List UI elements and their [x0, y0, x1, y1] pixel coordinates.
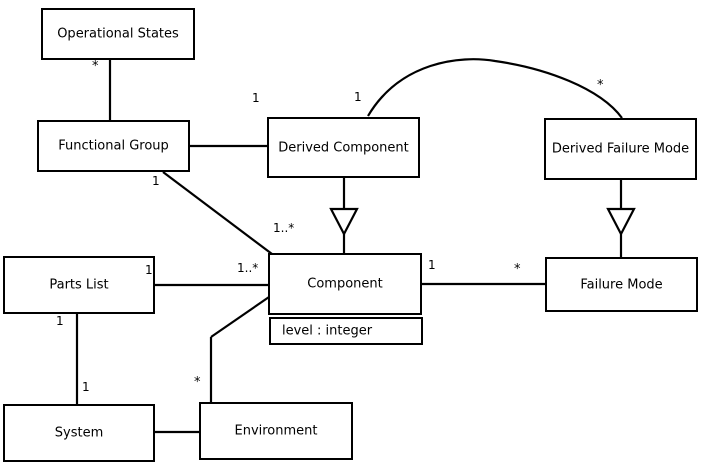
multiplicity-operational-states-functional-group: * [92, 59, 99, 74]
class-name-failure-mode: Failure Mode [580, 277, 663, 292]
connector-derived-component-derived-failure-mode [367, 58, 623, 119]
class-attribute-component-level: level : integer [282, 323, 373, 339]
multiplicity-functional-group-component-target: 1..* [273, 221, 295, 235]
multiplicity-parts-list-system-target: 1 [82, 380, 90, 394]
multiplicity-parts-list-component-target: 1..* [237, 261, 259, 275]
connector-component-environment-diagonal [210, 296, 270, 338]
multiplicity-component-failure-mode-source: 1 [428, 258, 436, 272]
generalization-arrowhead-component [329, 207, 359, 237]
multiplicity-parts-list-component-source: 1 [145, 263, 153, 277]
multiplicity-derived-component-arc-source: 1 [354, 90, 362, 104]
class-attributes-component[interactable]: level : integer [269, 317, 423, 345]
class-name-environment: Environment [234, 423, 318, 439]
multiplicity-parts-list-system-source: 1 [56, 314, 64, 328]
class-name-derived-component: Derived Component [278, 140, 409, 155]
class-name-derived-failure-mode: Derived Failure Mode [551, 141, 690, 157]
connector-functional-group-component [162, 171, 273, 255]
class-name-component: Component [307, 276, 383, 292]
multiplicity-component-failure-mode-target: * [514, 262, 521, 277]
class-box-operational-states[interactable]: Operational States [41, 8, 195, 60]
class-box-derived-failure-mode[interactable]: Derived Failure Mode [544, 118, 697, 180]
class-box-derived-component[interactable]: Derived Component [267, 117, 420, 178]
class-box-functional-group[interactable]: Functional Group [37, 120, 190, 172]
class-name-operational-states: Operational States [57, 26, 179, 42]
class-box-failure-mode[interactable]: Failure Mode [545, 257, 698, 312]
class-box-system[interactable]: System [3, 404, 155, 462]
class-name-parts-list: Parts List [49, 277, 109, 293]
class-box-component[interactable]: Component [268, 253, 422, 315]
multiplicity-component-environment: * [194, 375, 201, 390]
multiplicity-derived-failure-mode-arc-target: * [597, 78, 604, 93]
class-name-system: System [54, 425, 104, 441]
class-name-functional-group: Functional Group [58, 138, 169, 154]
multiplicity-functional-group-component-source: 1 [152, 174, 160, 188]
generalization-arrowhead-failure-mode [606, 207, 636, 237]
multiplicity-functional-group-derived-component: 1 [252, 91, 260, 105]
class-box-environment[interactable]: Environment [199, 402, 353, 460]
class-box-parts-list[interactable]: Parts List [3, 256, 155, 314]
